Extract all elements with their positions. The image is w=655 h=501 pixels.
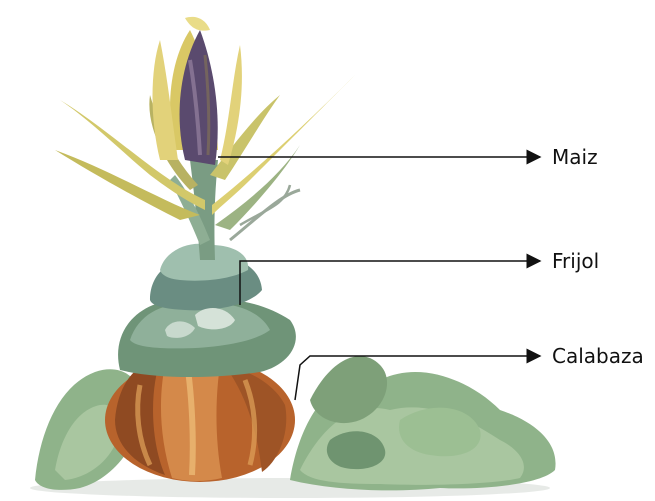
label-maiz: Maiz [552,145,598,169]
label-frijol: Frijol [552,249,599,273]
label-calabaza: Calabaza [552,344,644,368]
squash-leaves [290,356,556,490]
corn-cob [153,17,242,165]
pointer-line-frijol [240,261,540,305]
bean-foliage [118,244,296,377]
